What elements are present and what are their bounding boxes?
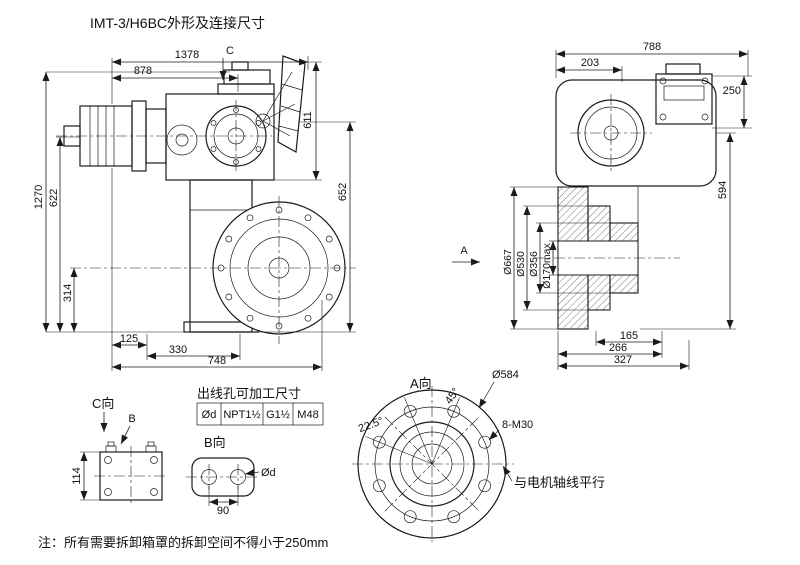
dim-angle-22-5: 22.5° bbox=[357, 415, 385, 435]
view-c-label: C向 bbox=[92, 396, 114, 411]
dim-125: 125 bbox=[120, 333, 138, 345]
dim-330: 330 bbox=[169, 344, 187, 356]
table-cell-g: G1½ bbox=[266, 409, 290, 421]
side-view-flange-section bbox=[534, 186, 680, 330]
dim-611: 611 bbox=[302, 111, 314, 129]
dim-266: 266 bbox=[609, 342, 627, 354]
dim-652: 652 bbox=[337, 183, 349, 201]
drawing-note: 注：所有需要拆卸箱罩的拆卸空间不得小于250mm bbox=[38, 535, 328, 550]
dim-748: 748 bbox=[208, 355, 226, 367]
side-view-dimensions: 788 203 250 594 Ø667 Ø530 Ø356 Ø170max 1… bbox=[452, 41, 752, 370]
dim-594: 594 bbox=[717, 181, 729, 199]
front-view-drawing bbox=[56, 55, 346, 344]
bolt-spec-8-m30: 8-M30 bbox=[502, 419, 533, 431]
dim-170max: Ø170max bbox=[541, 242, 553, 288]
view-a-drawing: A向 Ø584 45° 22.5° 8-M30 与电机轴线平行 bbox=[352, 369, 605, 542]
view-c-direction-label: C bbox=[226, 45, 234, 57]
dim-788: 788 bbox=[643, 41, 661, 53]
dim-530: Ø530 bbox=[515, 251, 527, 277]
dim-314: 314 bbox=[62, 284, 74, 302]
dim-1270: 1270 bbox=[33, 185, 45, 209]
outlet-hole-table: 出线孔可加工尺寸 Ød NPT1½ G1½ M48 bbox=[196, 386, 324, 426]
dim-250: 250 bbox=[723, 85, 741, 97]
dim-667: Ø667 bbox=[502, 249, 514, 275]
dim-584: Ø584 bbox=[492, 369, 519, 381]
dim-203: 203 bbox=[581, 57, 599, 69]
dim-327: 327 bbox=[614, 354, 632, 366]
table-cell-m48: M48 bbox=[297, 409, 318, 421]
view-c-drawing: C向 B 114 bbox=[71, 396, 168, 506]
front-view-dimensions: 1378 C 878 1270 622 314 611 652 125 330 … bbox=[33, 45, 356, 371]
dim-90: 90 bbox=[217, 505, 229, 517]
table-cell-npt: NPT1½ bbox=[223, 409, 260, 421]
view-a-direction-label: A bbox=[460, 245, 468, 257]
table-cell-phi-d: Ød bbox=[202, 409, 217, 421]
view-b-drawing: B向 Ød 90 bbox=[186, 435, 276, 517]
dim-phi-d: Ød bbox=[261, 467, 276, 479]
side-view-drawing bbox=[534, 63, 717, 330]
view-a-label: A向 bbox=[410, 376, 432, 391]
motor-axis-note: 与电机轴线平行 bbox=[514, 475, 605, 490]
drawing-title: IMT-3/H6BC外形及连接尺寸 bbox=[90, 15, 265, 31]
view-b-label: B向 bbox=[204, 435, 226, 450]
view-b-direction-label: B bbox=[128, 413, 135, 425]
dim-165: 165 bbox=[620, 330, 638, 342]
dim-angle-45: 45° bbox=[443, 386, 462, 407]
dim-1378: 1378 bbox=[175, 49, 199, 61]
outlet-table-title: 出线孔可加工尺寸 bbox=[197, 386, 301, 401]
dim-622: 622 bbox=[48, 189, 60, 207]
dim-356: Ø356 bbox=[528, 251, 540, 277]
dim-878: 878 bbox=[134, 65, 152, 77]
dim-114: 114 bbox=[71, 467, 83, 485]
